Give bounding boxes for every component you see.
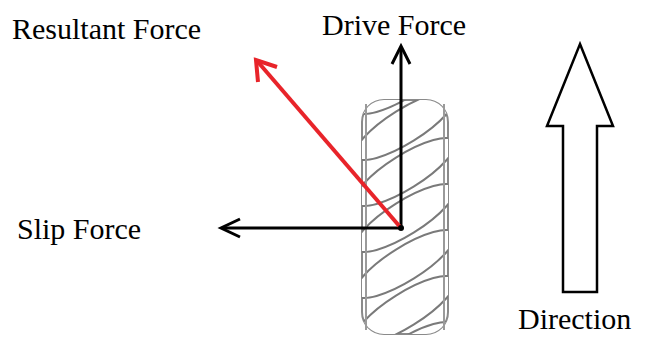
roller	[362, 311, 448, 334]
direction-label: Direction	[518, 304, 631, 334]
drive-force-arrow	[392, 46, 410, 228]
resultant-force-arrow	[256, 60, 401, 228]
force-origin	[398, 225, 404, 231]
direction-arrow	[547, 44, 613, 292]
force-label: Drive Force	[322, 10, 466, 40]
slip-force-arrow	[221, 219, 401, 237]
force-label: Slip Force	[17, 214, 141, 244]
force-label: Resultant Force	[12, 14, 201, 44]
